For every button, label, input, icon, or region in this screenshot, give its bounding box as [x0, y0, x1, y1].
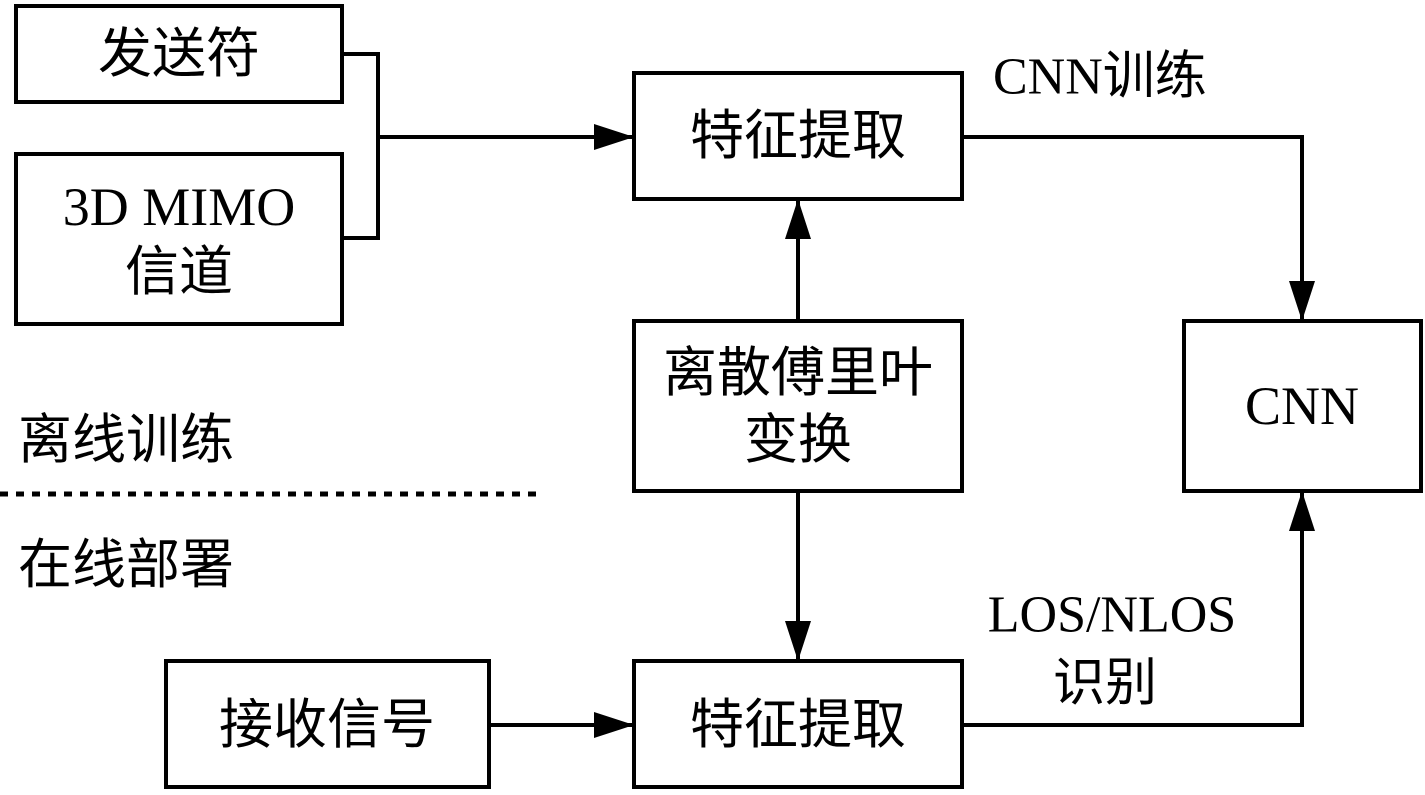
cnn-label: CNN — [1245, 376, 1359, 436]
edge-merge-sender-channel — [342, 52, 380, 240]
feature-extraction-bottom-box — [632, 659, 964, 789]
received-signal-label: 接收信号 — [219, 695, 435, 755]
dft-label-line2: 变换 — [744, 410, 852, 470]
feature-extraction-top-label: 特征提取 — [690, 106, 906, 166]
cnn-training-label: CNN训练 — [993, 49, 1207, 106]
feature-extraction-bottom-label: 特征提取 — [690, 695, 906, 755]
received-signal-box — [164, 659, 491, 789]
sender-label: 发送符 — [98, 24, 260, 84]
edge-feature-bottom-to-cnn — [962, 491, 1315, 727]
offline-training-label: 离线训练 — [18, 410, 234, 470]
dft-box — [632, 319, 964, 493]
channel-label-line1: 3D MIMO — [63, 177, 296, 237]
channel-box — [14, 152, 344, 326]
dft-label-line1: 离散傅里叶 — [663, 343, 933, 403]
sender-box — [14, 4, 344, 104]
online-deployment-label: 在线部署 — [18, 535, 234, 595]
channel-label-line2: 信道 — [125, 242, 233, 302]
edge-feature-top-to-cnn — [962, 135, 1315, 321]
los-nlos-label-line2: 识别 — [1053, 656, 1157, 713]
los-nlos-label-line1: LOS/NLOS — [988, 587, 1236, 644]
